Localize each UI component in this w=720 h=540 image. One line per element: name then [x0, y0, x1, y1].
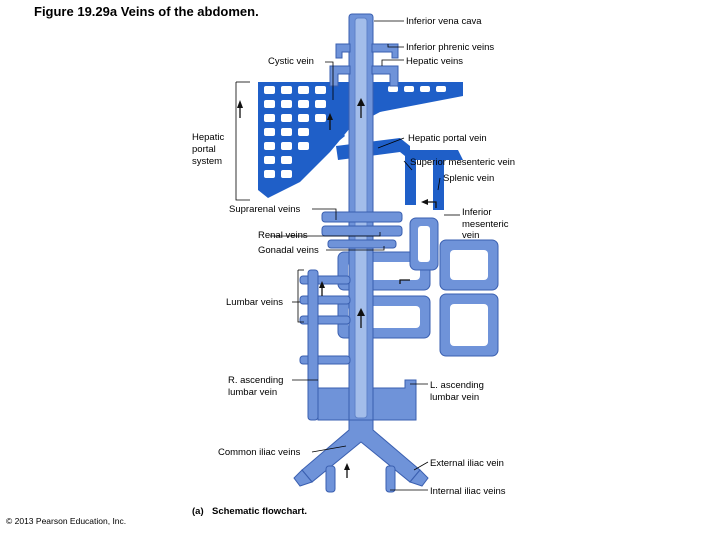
hepatic-veins [329, 65, 399, 87]
flow-arrows [237, 98, 437, 478]
label-hepatic-portal-system-line1: Hepatic [192, 132, 224, 143]
figure-title: Figure 19.29a Veins of the abdomen. [34, 4, 259, 19]
lumbar-veins [299, 269, 351, 421]
copyright-notice: © 2013 Pearson Education, Inc. [6, 516, 127, 526]
iliac-system [293, 379, 429, 493]
label-inferior-mesenteric-line2: mesenteric [462, 219, 509, 230]
leader-lines [235, 20, 460, 491]
liver-sinusoids [264, 86, 446, 178]
label-splenic-vein: Splenic vein [443, 173, 494, 184]
label-gonadal-veins: Gonadal veins [258, 245, 319, 256]
label-suprarenal-veins: Suprarenal veins [229, 204, 301, 215]
label-inferior-vena-cava: Inferior vena cava [406, 16, 482, 27]
label-renal-veins: Renal veins [258, 230, 308, 241]
label-inferior-phrenic-veins: Inferior phrenic veins [406, 42, 494, 53]
label-r-ascending-line2: lumbar vein [228, 387, 277, 398]
panel-letter: (a) [192, 506, 204, 517]
label-hepatic-portal-system-line2: portal [192, 144, 216, 155]
label-hepatic-veins: Hepatic veins [406, 56, 463, 67]
label-inferior-mesenteric-line1: Inferior [462, 207, 492, 218]
labels: Inferior vena cava Inferior phrenic vein… [192, 16, 515, 517]
label-superior-mesenteric-vein: Superior mesenteric vein [410, 157, 515, 168]
label-external-iliac-vein: External iliac vein [430, 458, 504, 469]
renal-branches [321, 211, 403, 249]
label-lumbar-veins: Lumbar veins [226, 297, 283, 308]
label-cystic-vein: Cystic vein [268, 56, 314, 67]
label-hepatic-portal-vein: Hepatic portal vein [408, 133, 487, 144]
label-common-iliac-veins: Common iliac veins [218, 447, 301, 458]
inferior-phrenic-veins [335, 43, 399, 59]
label-r-ascending-line1: R. ascending [228, 375, 283, 386]
label-hepatic-portal-system-line3: system [192, 156, 222, 167]
panel-caption: Schematic flowchart. [212, 506, 307, 517]
label-l-ascending-line2: lumbar vein [430, 392, 479, 403]
label-internal-iliac-veins: Internal iliac veins [430, 486, 506, 497]
label-inferior-mesenteric-line3: vein [462, 230, 479, 241]
label-l-ascending-line1: L. ascending [430, 380, 484, 391]
